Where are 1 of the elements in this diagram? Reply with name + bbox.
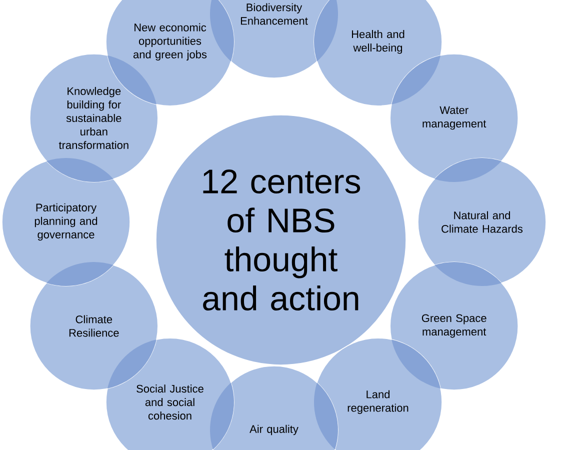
node-label: Air quality (250, 424, 298, 436)
